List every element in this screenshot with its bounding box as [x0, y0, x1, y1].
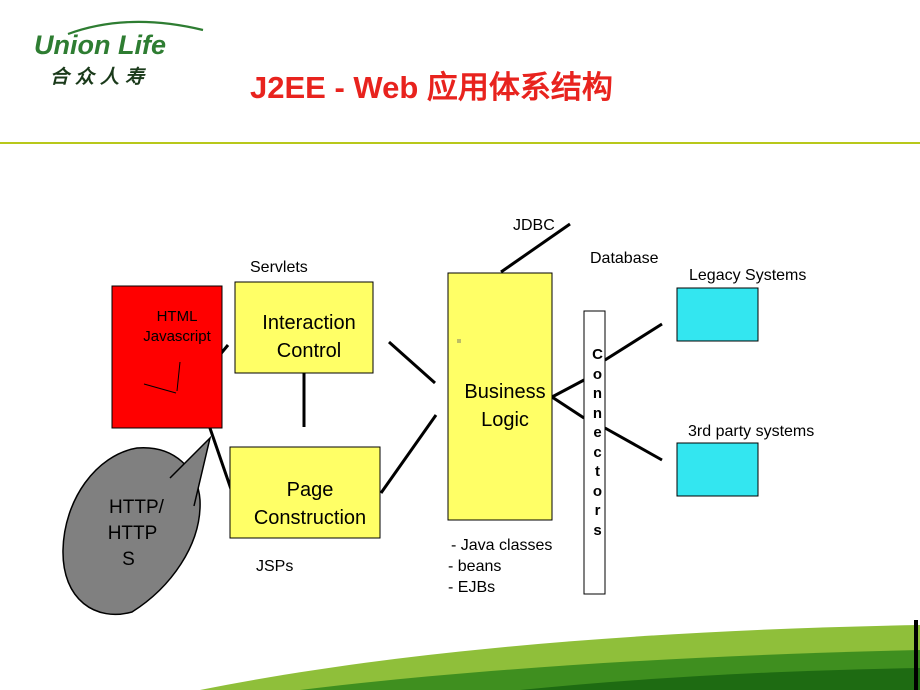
connectors-letter: n — [592, 385, 603, 402]
connectors-to-third-party-line — [604, 426, 663, 462]
legacy-systems-box — [676, 287, 759, 342]
interaction-to-business-line — [388, 340, 436, 385]
http-bubble-line-3: S — [122, 549, 135, 570]
business-notes: - Java classes - beans - EJBs — [448, 535, 552, 598]
http-bubble-label: HTTP/ HTTP S — [80, 495, 185, 573]
client-label: HTML Javascript — [112, 307, 242, 347]
http-bubble-line-1: HTTP/ — [109, 497, 164, 518]
connectors-letter: r — [594, 502, 601, 519]
business-note-ejbs: - EJBs — [448, 579, 496, 596]
connectors-to-legacy-line — [604, 322, 663, 362]
business-logic-marker — [457, 339, 461, 343]
connectors-letter: C — [592, 346, 603, 363]
interaction-control-box — [234, 281, 374, 374]
http-bubble-tail-outline — [169, 435, 212, 507]
connectors-box — [583, 310, 606, 595]
footer-edge-bar — [914, 620, 918, 690]
connectors-letter: s — [593, 521, 602, 539]
connectors-letter: o — [592, 482, 603, 500]
legacy-systems-label: Legacy Systems — [689, 267, 807, 284]
client-label-line-2: Javascript — [143, 328, 211, 345]
business-logic-label: Business Logic — [448, 378, 562, 434]
company-logo: Union Life 合众人寿 — [28, 14, 208, 88]
page-construction-label: Page Construction — [230, 476, 390, 532]
client-tick-line-1 — [143, 383, 177, 394]
database-label: Database — [590, 250, 659, 267]
page-title: J2EE - Web 应用体系结构 — [250, 70, 613, 105]
business-note-beans: - beans — [448, 558, 502, 575]
page-construction-box — [229, 446, 381, 539]
client-label-line-1: HTML — [156, 308, 198, 325]
business-to-connectors-upper-line — [551, 378, 585, 399]
connectors-letter: n — [592, 404, 603, 422]
page-to-business-line — [379, 414, 438, 494]
third-party-systems-box — [676, 442, 759, 497]
interaction-control-label: Interaction Control — [235, 309, 383, 365]
page-construction-line-1: Page — [286, 479, 334, 501]
logo-swoosh-icon — [67, 20, 204, 36]
connectors-letter: c — [593, 443, 602, 461]
footer-grass-darkest — [520, 668, 920, 690]
jsps-caption: JSPs — [256, 558, 294, 575]
logo-english-text: Union Life — [34, 30, 166, 60]
interaction-control-line-1: Interaction — [262, 312, 356, 334]
jdbc-label: JDBC — [513, 217, 555, 234]
business-logic-box — [447, 272, 553, 521]
servlets-caption: Servlets — [250, 259, 308, 276]
business-logic-line-2: Logic — [481, 409, 529, 431]
logo-chinese-text: 合众人寿 — [50, 66, 151, 88]
http-bubble-tail — [168, 438, 210, 508]
connectors-letter: e — [593, 424, 602, 441]
business-note-java-classes: - Java classes — [451, 537, 553, 554]
connectors-letter: o — [592, 365, 603, 383]
header-divider — [0, 142, 920, 144]
business-logic-line-1: Business — [464, 381, 546, 403]
page-construction-line-2: Construction — [253, 507, 367, 529]
connectors-label: C o n n e c t o r s — [584, 345, 611, 540]
connectors-letter: t — [595, 463, 600, 480]
business-to-connectors-lower-line — [551, 395, 585, 420]
third-party-systems-label: 3rd party systems — [688, 423, 815, 440]
jdbc-line — [500, 222, 571, 274]
client-tick-line-2 — [176, 361, 181, 392]
client-box — [111, 285, 223, 429]
interaction-control-line-2: Control — [276, 340, 342, 362]
http-bubble-line-2: HTTP — [107, 523, 158, 544]
